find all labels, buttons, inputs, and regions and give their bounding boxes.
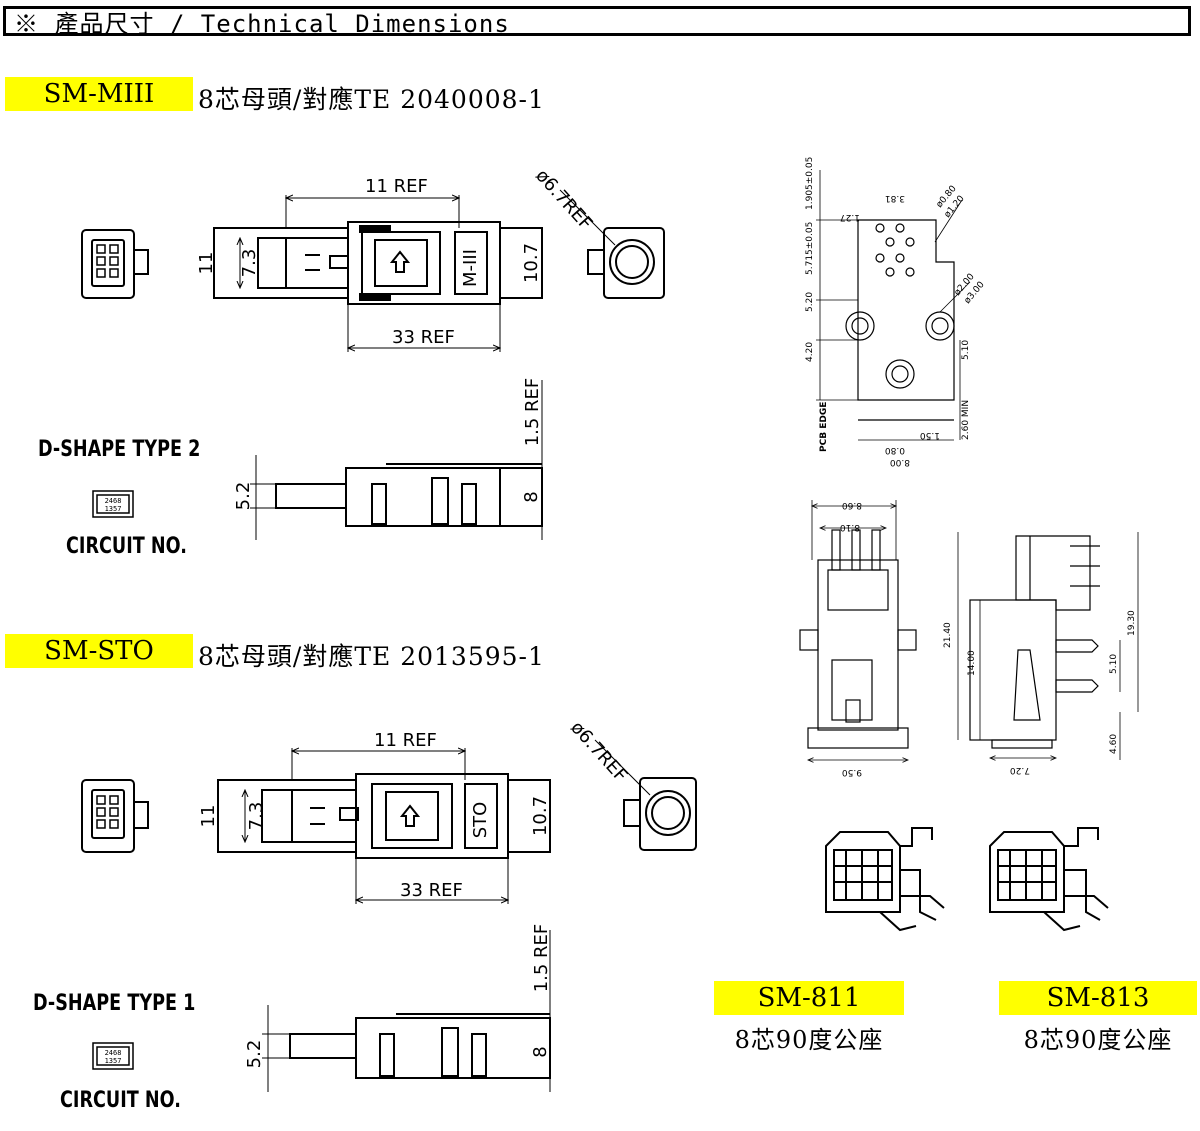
sto-dim-11ref: 11 REF	[374, 730, 437, 751]
model-tag-sm-813: SM-813	[999, 981, 1197, 1015]
miii-pin-top: 2468	[105, 497, 122, 505]
circuit-label-sto: CIRCUIT NO.	[60, 1088, 181, 1113]
model-desc-sm-miii: 8芯母頭/對應TE 2040008-1	[198, 85, 545, 114]
side-dim-720: 7.20	[1010, 765, 1030, 775]
miii-dim-1-5ref: 1.5 REF	[522, 378, 543, 447]
sto-mark: STO	[470, 802, 491, 839]
pcb-dim-260: 2.60 MIN	[961, 400, 971, 440]
miii-dim-dia: ø6.7REF	[531, 165, 596, 234]
miii-dim-11: 11	[196, 252, 217, 275]
pcb-edge-label: PCB EDGE	[819, 402, 829, 452]
miii-circuit-icon	[92, 490, 134, 518]
miii-dim-10-7: 10.7	[521, 243, 542, 283]
miii-dim-7-3: 7.3	[239, 249, 260, 278]
sto-dim-8: 8	[530, 1046, 551, 1057]
side-dim-2140: 21.40	[943, 622, 953, 648]
front-dim-810: 8.10	[840, 522, 860, 532]
pcb-footprint	[816, 170, 971, 441]
pcb-dim-381: 3.81	[885, 193, 905, 203]
miii-dim-5-2: 5.2	[233, 482, 254, 511]
sto-front-view	[81, 779, 149, 853]
model-tag-sm-sto: SM-STO	[5, 634, 193, 668]
front-dim-950: 9.50	[842, 767, 862, 777]
sto-dim-11: 11	[198, 805, 219, 828]
receptacle-side-view	[957, 532, 1139, 760]
sto-dim-dia: ø6.7REF	[566, 717, 631, 786]
sm-811-illustration	[825, 827, 945, 932]
pcb-dim-800: 8.00	[890, 457, 910, 467]
pcb-dim-420: 4.20	[805, 342, 815, 362]
sto-dim-5-2: 5.2	[244, 1040, 265, 1069]
pcb-dim-520: 5.20	[805, 292, 815, 312]
side-dim-1400: 14.00	[967, 650, 977, 676]
pcb-dim-5715: 5.715±0.05	[805, 222, 815, 275]
side-dim-1930: 19.30	[1127, 610, 1137, 636]
miii-side-view	[213, 221, 543, 305]
sto-bottom-view	[289, 1013, 551, 1079]
side-dim-510: 5.10	[1109, 654, 1119, 674]
sto-circuit-icon	[92, 1042, 134, 1070]
miii-pin-bottom: 1357	[105, 505, 122, 513]
sto-dim-7-3: 7.3	[246, 802, 267, 831]
page-title: ※ 產品尺寸 / Technical Dimensions	[14, 9, 510, 38]
sto-end-view	[594, 739, 697, 851]
receptacle-front-view	[799, 500, 917, 760]
sto-side-view	[217, 773, 551, 859]
circuit-label-miii: CIRCUIT NO.	[66, 534, 187, 559]
pcb-dim-150: 1.50	[920, 430, 940, 440]
pcb-dim-510: 5.10	[961, 340, 971, 360]
model-desc-sm-sto: 8芯母頭/對應TE 2013595-1	[198, 642, 545, 671]
miii-dim-11ref: 11 REF	[365, 176, 428, 197]
miii-front-view	[81, 229, 149, 299]
model-tag-sm-miii: SM-MIII	[5, 77, 193, 111]
miii-end-view	[559, 189, 665, 299]
sto-dim-1-5ref: 1.5 REF	[531, 924, 552, 993]
model-desc-sm-813: 8芯90度公座	[1023, 1026, 1173, 1054]
front-dim-860: 8.60	[842, 500, 862, 510]
miii-dim-33ref: 33 REF	[392, 327, 455, 348]
pcb-dim-127: 1.27	[840, 212, 860, 222]
pcb-dim-080: 0.80	[885, 445, 905, 455]
sto-dim-33ref: 33 REF	[400, 880, 463, 901]
model-tag-sm-811: SM-811	[714, 981, 904, 1015]
miii-mark: M-III	[460, 249, 481, 287]
miii-dim-8: 8	[521, 491, 542, 502]
dshape-label-sto: D-SHAPE TYPE 1	[33, 991, 196, 1016]
dshape-label-miii: D-SHAPE TYPE 2	[38, 437, 201, 462]
side-dim-460: 4.60	[1109, 734, 1119, 754]
pcb-dim-1905: 1.905±0.05	[805, 157, 815, 210]
sto-pin-bottom: 1357	[105, 1057, 122, 1065]
page-header: ※ 產品尺寸 / Technical Dimensions	[3, 6, 1191, 38]
miii-bottom-view	[275, 463, 543, 527]
model-desc-sm-811: 8芯90度公座	[734, 1026, 884, 1054]
sto-pin-top: 2468	[105, 1049, 122, 1057]
sm-813-illustration	[989, 827, 1109, 932]
sto-dim-10-7: 10.7	[530, 796, 551, 836]
